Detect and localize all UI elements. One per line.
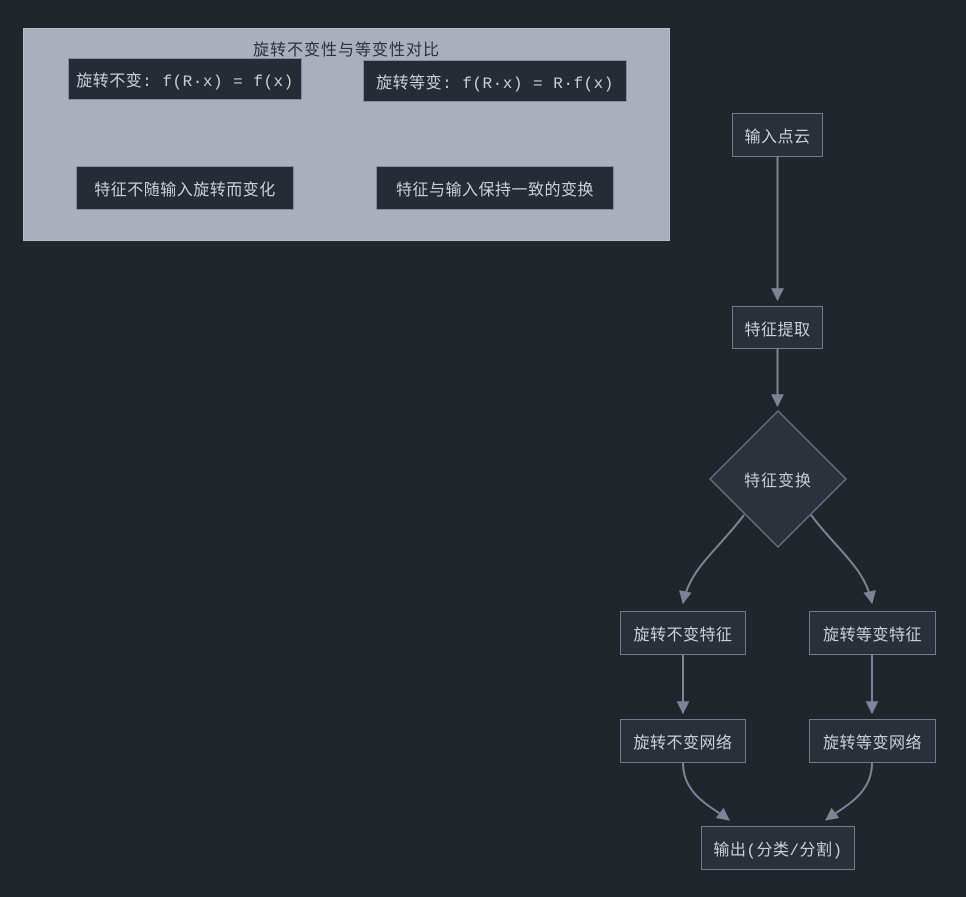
- node-equivariant-network: 旋转等变网络: [809, 719, 936, 763]
- node-output: 输出(分类/分割): [701, 826, 855, 870]
- edge-invariant-network-to-output: [682, 762, 730, 821]
- edge-transform-to-invariant-feature: [679, 514, 745, 605]
- node-invariance-effect: 特征不随输入旋转而变化: [76, 166, 294, 210]
- node-equivariant-feature: 旋转等变特征: [809, 611, 936, 655]
- node-invariant-network: 旋转不变网络: [620, 719, 746, 763]
- node-input-point-cloud: 输入点云: [732, 113, 823, 157]
- node-feature-transform-label: 特征变换: [743, 473, 812, 491]
- node-invariance-definition: 旋转不变: f(R·x) = f(x): [68, 58, 302, 100]
- subgraph-title: 旋转不变性与等变性对比: [252, 42, 440, 60]
- node-equivariance-effect: 特征与输入保持一致的变换: [376, 166, 614, 210]
- decision-diamond-shape: [708, 409, 848, 549]
- node-equivariance-definition: 旋转等变: f(R·x) = R·f(x): [363, 60, 627, 102]
- edge-transform-to-equivariant-feature: [810, 514, 876, 605]
- edge-equivariant-network-to-output: [825, 762, 873, 821]
- node-invariant-feature: 旋转不变特征: [620, 611, 746, 655]
- node-feature-extraction: 特征提取: [732, 306, 823, 349]
